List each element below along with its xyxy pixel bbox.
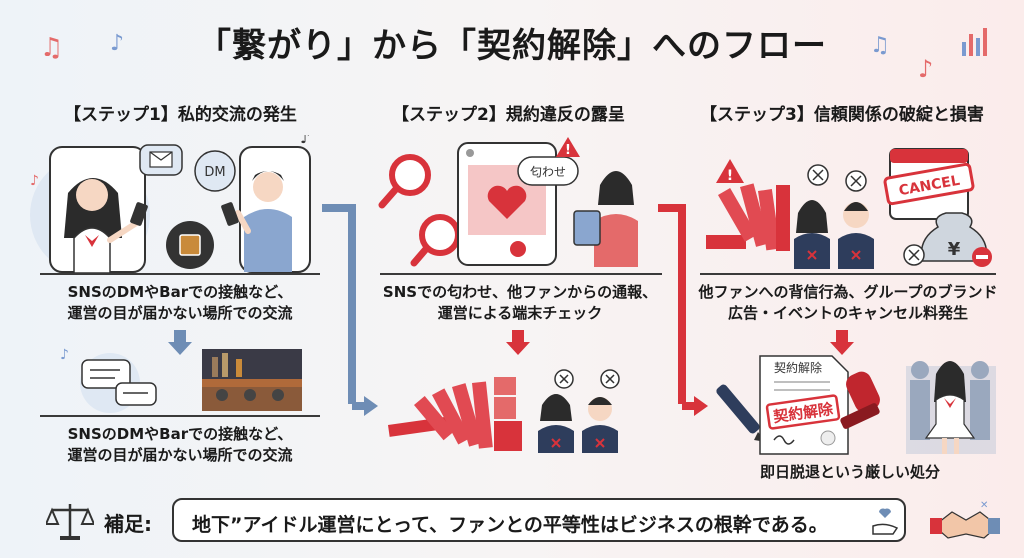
svg-text:♪: ♪ — [300, 135, 310, 147]
flow-arrow-icon — [322, 204, 378, 416]
crying-idol-figure — [906, 361, 996, 454]
staff-woman-figure — [573, 171, 638, 267]
bar-counter-icon — [202, 349, 302, 411]
svg-text:✕: ✕ — [980, 500, 988, 511]
envelope-icon — [139, 144, 183, 176]
idol-girl-figure — [64, 178, 148, 273]
warning-icon: ! — [556, 137, 580, 158]
step1-heading: 【ステップ1】私的交流の発生 — [64, 105, 297, 125]
note-box: 地下”アイドル運営にとって、ファンとの平等性はビジネスの根幹である。 — [172, 498, 906, 542]
step1-lower-illustration: ♪ — [60, 347, 302, 413]
step1-caption-bottom: SNSのDMやBarでの接触など、 運営の目が届かない場所での交流 — [67, 425, 293, 464]
falling-dominoes-icon — [388, 377, 522, 451]
magnifier-icon — [410, 214, 461, 267]
divider-line — [700, 273, 996, 275]
svg-text:♫: ♫ — [870, 33, 890, 58]
distressed-people-figure — [538, 369, 620, 453]
money-bag-icon: ¥ — [920, 212, 992, 267]
falling-dominoes-icon — [706, 183, 790, 251]
step3-heading: 【ステップ3】信頼関係の破綻と損害 — [700, 105, 984, 125]
flow-arrow-icon — [658, 204, 708, 416]
svg-text:♪: ♪ — [30, 173, 39, 189]
male-fan-figure — [221, 171, 292, 272]
heart-hand-icon — [872, 508, 899, 535]
divider-line — [40, 415, 320, 417]
pen-icon — [716, 384, 766, 442]
svg-text:♪: ♪ — [60, 347, 69, 363]
step2-lower-illustration — [388, 369, 620, 453]
note-label: 補足: — [104, 512, 152, 536]
svg-text:契約解除: 契約解除 — [774, 360, 822, 375]
page-title: 「繋がり」から「契約解除」へのフロー — [197, 26, 827, 66]
step2-caption: SNSでの匂わせ、他ファンからの通報、 運営による端末チェック — [382, 283, 658, 322]
note-text: 地下”アイドル運営にとって、ファンとの平等性はビジネスの根幹である。 — [192, 514, 828, 536]
svg-text:匂わせ: 匂わせ — [530, 165, 566, 179]
step3-lower-illustration: 契約解除 契約解除 — [716, 355, 996, 455]
divider-line — [40, 273, 320, 275]
step1-illustration: DM ♪ ♪ — [30, 135, 311, 273]
contract-document-icon: 契約解除 契約解除 — [759, 355, 849, 455]
svg-text:!: ! — [565, 143, 571, 158]
svg-text:DM: DM — [204, 165, 225, 180]
step2-illustration: 匂わせ ! — [378, 137, 638, 267]
calendar-cancel-icon: CANCEL — [883, 148, 975, 220]
dm-bubble — [194, 150, 236, 192]
chat-bubbles-icon — [81, 359, 157, 406]
svg-text:!: ! — [727, 168, 733, 184]
svg-text:♪: ♪ — [918, 55, 933, 82]
step3-caption-bottom: 即日脱退という厳しい処分 — [759, 463, 940, 481]
divider-line — [380, 273, 662, 275]
down-arrow-icon — [168, 330, 192, 355]
music-note-icon: ♫ ♪ — [40, 31, 124, 63]
down-arrow-icon — [506, 330, 530, 355]
step3-caption: 他ファンへの背信行為、グループのブランド 広告・イベントのキャンセル料発生 — [698, 283, 998, 322]
down-arrow-icon — [830, 330, 854, 355]
handshake-icon: ✕ — [930, 500, 1000, 539]
magnifier-icon — [378, 154, 431, 209]
svg-text:♪: ♪ — [110, 31, 124, 56]
step1-caption-top: SNSのDMやBarでの接触など、 運営の目が届かない場所での交流 — [67, 283, 293, 322]
step2-heading: 【ステップ2】規約違反の露呈 — [392, 105, 625, 125]
step3-illustration: ! CANCEL — [706, 148, 992, 269]
warning-icon: ! — [716, 159, 744, 184]
svg-text:¥: ¥ — [948, 239, 961, 260]
music-note-icon: ♫ ♪ — [870, 28, 987, 82]
distressed-people-figure — [794, 164, 874, 269]
hint-bubble: 匂わせ — [517, 156, 579, 186]
svg-text:♫: ♫ — [40, 33, 63, 63]
scales-icon — [46, 504, 94, 540]
rubber-stamp-icon — [840, 371, 880, 429]
